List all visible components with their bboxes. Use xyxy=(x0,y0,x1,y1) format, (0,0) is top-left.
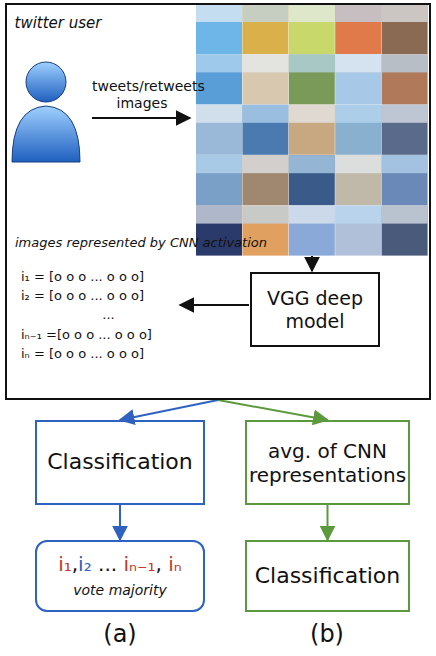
photo-sky xyxy=(335,155,381,173)
photo-sky xyxy=(196,4,242,22)
photo-sky xyxy=(382,54,428,72)
node-text: images represented by CNN activation xyxy=(15,235,195,251)
photo-thumbnail xyxy=(242,155,288,205)
photo-sky xyxy=(289,105,335,123)
flow-arrow xyxy=(120,400,218,420)
node-text: i₁,i₂ ... iₙ₋₁, iₙ xyxy=(37,552,203,576)
flow-arrow xyxy=(327,505,329,540)
photo-sky xyxy=(289,155,335,173)
photo-thumbnail xyxy=(242,54,288,104)
photo-sky xyxy=(196,105,242,123)
photo-thumbnail xyxy=(196,105,242,155)
node-text: iₙ = [o o o ... o o o] xyxy=(21,346,196,362)
photo-thumbnail xyxy=(335,4,381,54)
photo-thumbnail xyxy=(196,4,242,54)
image-grid xyxy=(196,4,428,256)
photo-thumbnail xyxy=(335,206,381,256)
photo-thumbnail xyxy=(289,155,335,205)
index-token: i₂ xyxy=(78,552,92,576)
node-text: vote majority xyxy=(37,582,203,599)
process-box: Classification xyxy=(35,420,205,505)
photo-sky xyxy=(242,105,288,123)
photo-thumbnail xyxy=(289,54,335,104)
photo-sky xyxy=(289,206,335,224)
node-text: twitter user xyxy=(8,14,108,32)
node-text: Classification xyxy=(249,563,407,589)
photo-sky xyxy=(335,206,381,224)
photo-sky xyxy=(382,206,428,224)
photo-thumbnail xyxy=(289,105,335,155)
photo-sky xyxy=(196,54,242,72)
photo-thumbnail xyxy=(196,54,242,104)
model-to-features-arrow xyxy=(180,304,249,306)
vote-box: i₁,i₂ ... iₙ₋₁, iₙ vote majority xyxy=(35,540,205,612)
photo-thumbnail xyxy=(382,4,428,54)
photo-thumbnail xyxy=(196,155,242,205)
photo-thumbnail xyxy=(382,206,428,256)
photo-thumbnail xyxy=(242,105,288,155)
node-text: avg. of CNN representations xyxy=(243,439,412,487)
model-box: VGG deep model xyxy=(250,272,380,347)
index-token: i₁ xyxy=(58,552,72,576)
index-token: iₙ₋₁ xyxy=(123,552,155,576)
photo-thumbnail xyxy=(335,105,381,155)
photo-sky xyxy=(335,105,381,123)
photo-thumbnail xyxy=(242,206,288,256)
photo-sky xyxy=(289,4,335,22)
photo-sky xyxy=(382,105,428,123)
flow-arrow xyxy=(119,505,121,540)
process-box: avg. of CNN representations xyxy=(245,420,410,505)
photo-sky xyxy=(382,155,428,173)
photo-sky xyxy=(242,4,288,22)
photo-thumbnail xyxy=(335,54,381,104)
arrow-label: tweets/retweets images xyxy=(92,78,192,112)
process-box: Classification xyxy=(245,540,410,612)
photo-thumbnail xyxy=(382,155,428,205)
node-text: VGG deep model xyxy=(252,287,378,333)
photo-sky xyxy=(196,155,242,173)
photo-thumbnail xyxy=(289,206,335,256)
photo-sky xyxy=(289,54,335,72)
photo-thumbnail xyxy=(382,105,428,155)
photo-sky xyxy=(335,54,381,72)
photo-thumbnail xyxy=(196,206,242,256)
node-text: Classification xyxy=(41,449,199,475)
grid-to-model-arrow xyxy=(311,256,313,271)
photo-thumbnail xyxy=(382,54,428,104)
photo-sky xyxy=(196,206,242,224)
photo-thumbnail xyxy=(242,4,288,54)
feature-panel: images represented by CNN activation i₁ =… xyxy=(5,3,431,400)
index-token: iₙ xyxy=(168,552,182,576)
flow-arrow xyxy=(218,400,328,420)
node-text: iₙ₋₁ =[o o o ... o o o] xyxy=(21,327,196,343)
tweet-arrow xyxy=(92,117,190,119)
photo-sky xyxy=(242,155,288,173)
node-text: ... xyxy=(21,307,196,323)
photo-thumbnail xyxy=(289,4,335,54)
photo-sky xyxy=(335,4,381,22)
node-text: i₂ = [o o o ... o o o] xyxy=(21,288,196,304)
panel-label: (b) xyxy=(297,620,357,649)
panel-label: (a) xyxy=(90,620,150,649)
photo-sky xyxy=(242,206,288,224)
photo-sky xyxy=(382,4,428,22)
user-icon xyxy=(12,62,80,162)
node-text: i₁ = [o o o ... o o o] xyxy=(21,269,196,285)
photo-thumbnail xyxy=(335,155,381,205)
photo-sky xyxy=(242,54,288,72)
